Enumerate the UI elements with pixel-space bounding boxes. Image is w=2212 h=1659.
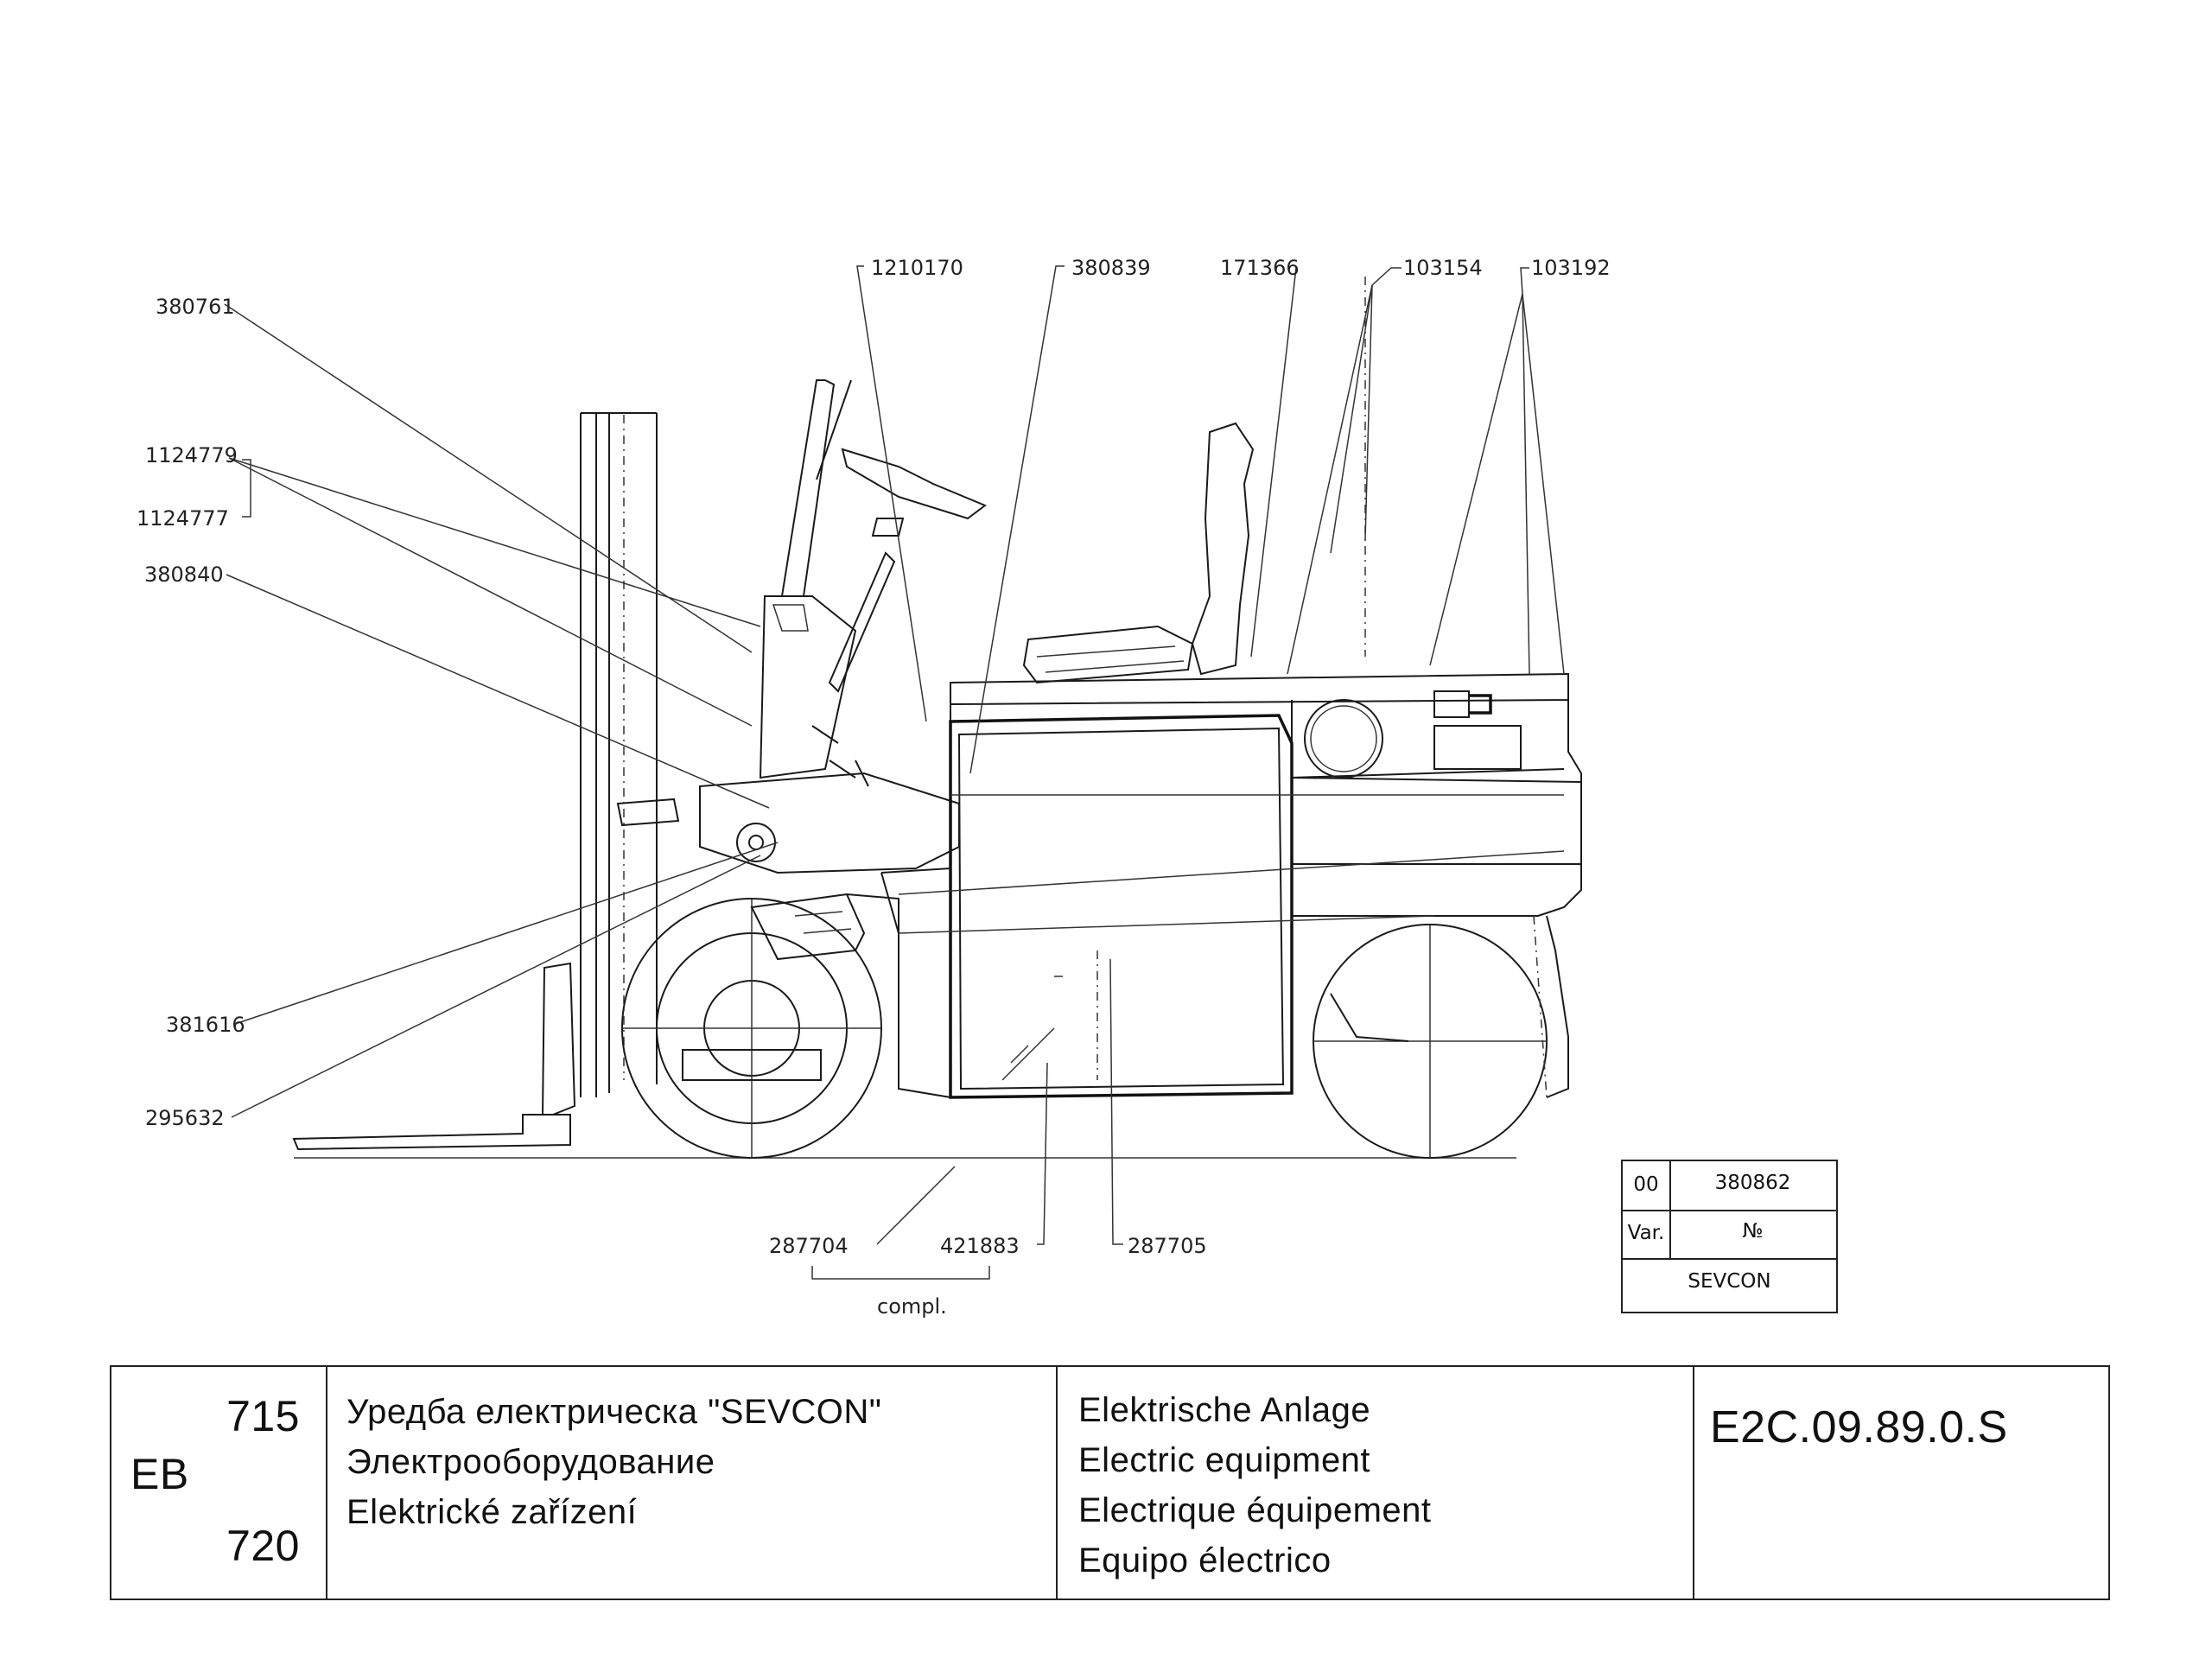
- model-bottom: 720: [226, 1522, 300, 1570]
- title-english: Electric equipment: [1078, 1441, 1371, 1479]
- callout-380839: 380839: [1071, 256, 1151, 280]
- title-bulgarian: Уредба електрическа "SEVCON": [346, 1393, 882, 1431]
- drawing-code: E2C.09.89.0.S: [1710, 1402, 2008, 1452]
- title-cell-western: Elektrische Anlage Electric equipment El…: [1058, 1367, 1694, 1599]
- callout-295632: 295632: [145, 1106, 225, 1130]
- callout-287704: 287704: [769, 1234, 849, 1258]
- var-label: Var.: [1627, 1222, 1665, 1244]
- model-cell: 715 EB 720: [111, 1367, 327, 1599]
- callout-381616: 381616: [166, 1013, 245, 1037]
- variant-table: 00 380862 Var. № SEVCON: [1621, 1160, 1838, 1313]
- part-number: 380862: [1714, 1172, 1791, 1194]
- callout-421883: 421883: [940, 1234, 1020, 1258]
- model-series: EB: [130, 1450, 189, 1498]
- leader-lines: [224, 265, 1565, 1280]
- model-top: 715: [226, 1392, 300, 1440]
- title-russian: Электрооборудование: [346, 1443, 715, 1481]
- title-block: 715 EB 720 Уредба електрическа "SEVCON" …: [110, 1365, 2110, 1600]
- callout-1124779: 1124779: [145, 443, 238, 467]
- compl-label: compl.: [877, 1294, 947, 1319]
- callout-labels: 380761 1124779 1124777 380840 381616 295…: [137, 256, 1611, 1319]
- title-french: Electrique équipement: [1078, 1491, 1432, 1529]
- title-czech: Elektrické zařízení: [346, 1493, 638, 1531]
- variant-divider: [1669, 1161, 1671, 1258]
- callout-380840: 380840: [144, 563, 224, 587]
- variant-row-00: 00 380862: [1623, 1161, 1836, 1211]
- code-cell: E2C.09.89.0.S: [1694, 1367, 2108, 1599]
- callout-1210170: 1210170: [871, 256, 963, 280]
- title-spanish: Equipo électrico: [1078, 1541, 1332, 1580]
- callout-103154: 103154: [1403, 256, 1483, 280]
- callout-287705: 287705: [1128, 1234, 1207, 1258]
- variant-name: SEVCON: [1688, 1270, 1771, 1293]
- title-cell-slavic: Уредба електрическа "SEVCON" Электрообор…: [327, 1367, 1058, 1599]
- variant-code: 00: [1633, 1173, 1659, 1196]
- callout-171366: 171366: [1220, 256, 1300, 280]
- variant-header-row: Var. №: [1623, 1210, 1836, 1260]
- callout-1124777: 1124777: [137, 506, 229, 531]
- forklift-illustration: [292, 276, 1582, 1159]
- title-german: Elektrische Anlage: [1078, 1391, 1371, 1429]
- number-label: №: [1742, 1220, 1764, 1243]
- callout-103192: 103192: [1531, 256, 1611, 280]
- callout-380761: 380761: [156, 295, 235, 319]
